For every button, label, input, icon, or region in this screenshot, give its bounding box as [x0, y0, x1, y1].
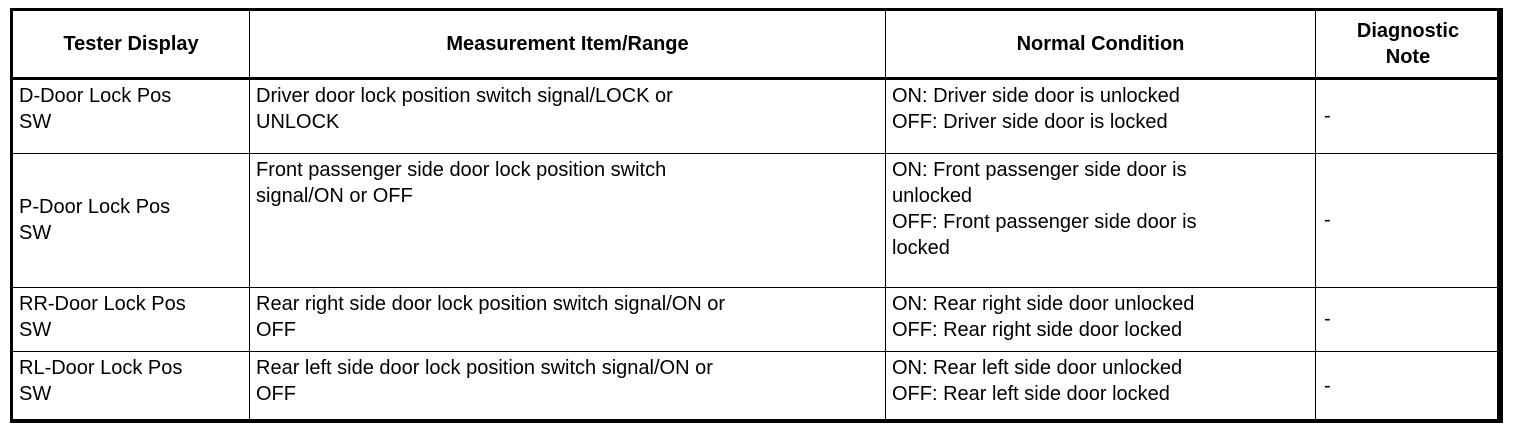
cell-diagnostic-note-value: -	[1324, 209, 1331, 231]
cell-measurement-line2: OFF	[256, 319, 296, 341]
column-header-measurement-item-range-label: Measurement Item/Range	[446, 33, 689, 55]
column-header-diagnostic-note-label-line1: Diagnostic	[1356, 20, 1460, 42]
cell-tester-display-line2: SW	[19, 111, 52, 133]
cell-tester-display-line2: SW	[19, 319, 52, 341]
column-header-tester-display-label: Tester Display	[63, 33, 199, 55]
cell-tester-display-line1: RR-Door Lock Pos	[19, 293, 186, 315]
cell-tester-display-line1: P-Door Lock Pos	[19, 196, 171, 218]
cell-tester-display-line2: SW	[19, 222, 52, 244]
cell-tester-display: RR-Door Lock Pos SW	[10, 287, 250, 352]
cell-tester-display-line1: D-Door Lock Pos	[19, 85, 172, 107]
cell-measurement-item-range: Front passenger side door lock position …	[249, 153, 886, 288]
cell-diagnostic-note-value: -	[1324, 374, 1331, 397]
cell-tester-display: P-Door Lock Pos SW	[10, 153, 250, 288]
table-row: RR-Door Lock Pos SW Rear right side door…	[10, 287, 1503, 352]
cell-diagnostic-note-value: -	[1324, 105, 1331, 127]
table-row: D-Door Lock Pos SW Driver door lock posi…	[10, 78, 1503, 154]
table-row: RL-Door Lock Pos SW Rear left side door …	[10, 351, 1503, 423]
door-lock-switch-spec-table: Tester Display Measurement Item/Range No…	[10, 8, 1503, 423]
cell-normal-line1: ON: Front passenger side door is	[892, 159, 1187, 181]
cell-normal-line1: ON: Rear left side door unlocked	[892, 357, 1183, 379]
column-header-diagnostic-note-label-line2: Note	[1385, 46, 1431, 68]
cell-normal-condition: ON: Driver side door is unlocked OFF: Dr…	[885, 78, 1316, 154]
cell-normal-line2: OFF: Rear left side door locked	[892, 383, 1170, 405]
cell-measurement-line1: Front passenger side door lock position …	[256, 159, 667, 181]
cell-tester-display: D-Door Lock Pos SW	[10, 78, 250, 154]
cell-normal-line1: ON: Rear right side door unlocked	[892, 293, 1195, 315]
cell-normal-condition: ON: Front passenger side door is unlocke…	[885, 153, 1316, 288]
column-header-tester-display: Tester Display	[10, 8, 250, 80]
cell-diagnostic-note: -	[1315, 78, 1503, 154]
table-header-row: Tester Display Measurement Item/Range No…	[10, 8, 1503, 80]
cell-normal-line4: locked	[892, 237, 950, 259]
cell-normal-condition: ON: Rear left side door unlocked OFF: Re…	[885, 351, 1316, 423]
cell-normal-line2: OFF: Rear right side door locked	[892, 319, 1183, 341]
cell-measurement-line2: UNLOCK	[256, 111, 340, 133]
cell-diagnostic-note: -	[1315, 153, 1503, 288]
cell-measurement-item-range: Rear left side door lock position switch…	[249, 351, 886, 423]
cell-diagnostic-note: -	[1315, 351, 1503, 423]
cell-normal-condition: ON: Rear right side door unlocked OFF: R…	[885, 287, 1316, 352]
table-body: D-Door Lock Pos SW Driver door lock posi…	[10, 78, 1503, 423]
table-header: Tester Display Measurement Item/Range No…	[10, 8, 1503, 80]
cell-tester-display-line1: RL-Door Lock Pos	[19, 357, 183, 379]
cell-measurement-item-range: Rear right side door lock position switc…	[249, 287, 886, 352]
cell-tester-display-line2: SW	[19, 383, 52, 405]
cell-normal-line2: OFF: Driver side door is locked	[892, 111, 1168, 133]
cell-normal-line2: unlocked	[892, 185, 973, 207]
cell-diagnostic-note-value: -	[1324, 308, 1331, 330]
cell-diagnostic-note: -	[1315, 287, 1503, 352]
column-header-diagnostic-note: Diagnostic Note	[1315, 8, 1503, 80]
column-header-normal-condition-label: Normal Condition	[1016, 33, 1185, 55]
cell-normal-line3: OFF: Front passenger side door is	[892, 211, 1197, 233]
cell-measurement-line2: OFF	[256, 383, 296, 405]
cell-measurement-line1: Rear left side door lock position switch…	[256, 357, 713, 379]
cell-measurement-item-range: Driver door lock position switch signal/…	[249, 78, 886, 154]
cell-measurement-line1: Driver door lock position switch signal/…	[256, 85, 673, 107]
cell-measurement-line2: signal/ON or OFF	[256, 185, 413, 207]
cell-normal-line1: ON: Driver side door is unlocked	[892, 85, 1180, 107]
column-header-normal-condition: Normal Condition	[885, 8, 1316, 80]
column-header-measurement-item-range: Measurement Item/Range	[249, 8, 886, 80]
cell-measurement-line1: Rear right side door lock position switc…	[256, 293, 726, 315]
cell-tester-display: RL-Door Lock Pos SW	[10, 351, 250, 423]
table-row: P-Door Lock Pos SW Front passenger side …	[10, 153, 1503, 288]
